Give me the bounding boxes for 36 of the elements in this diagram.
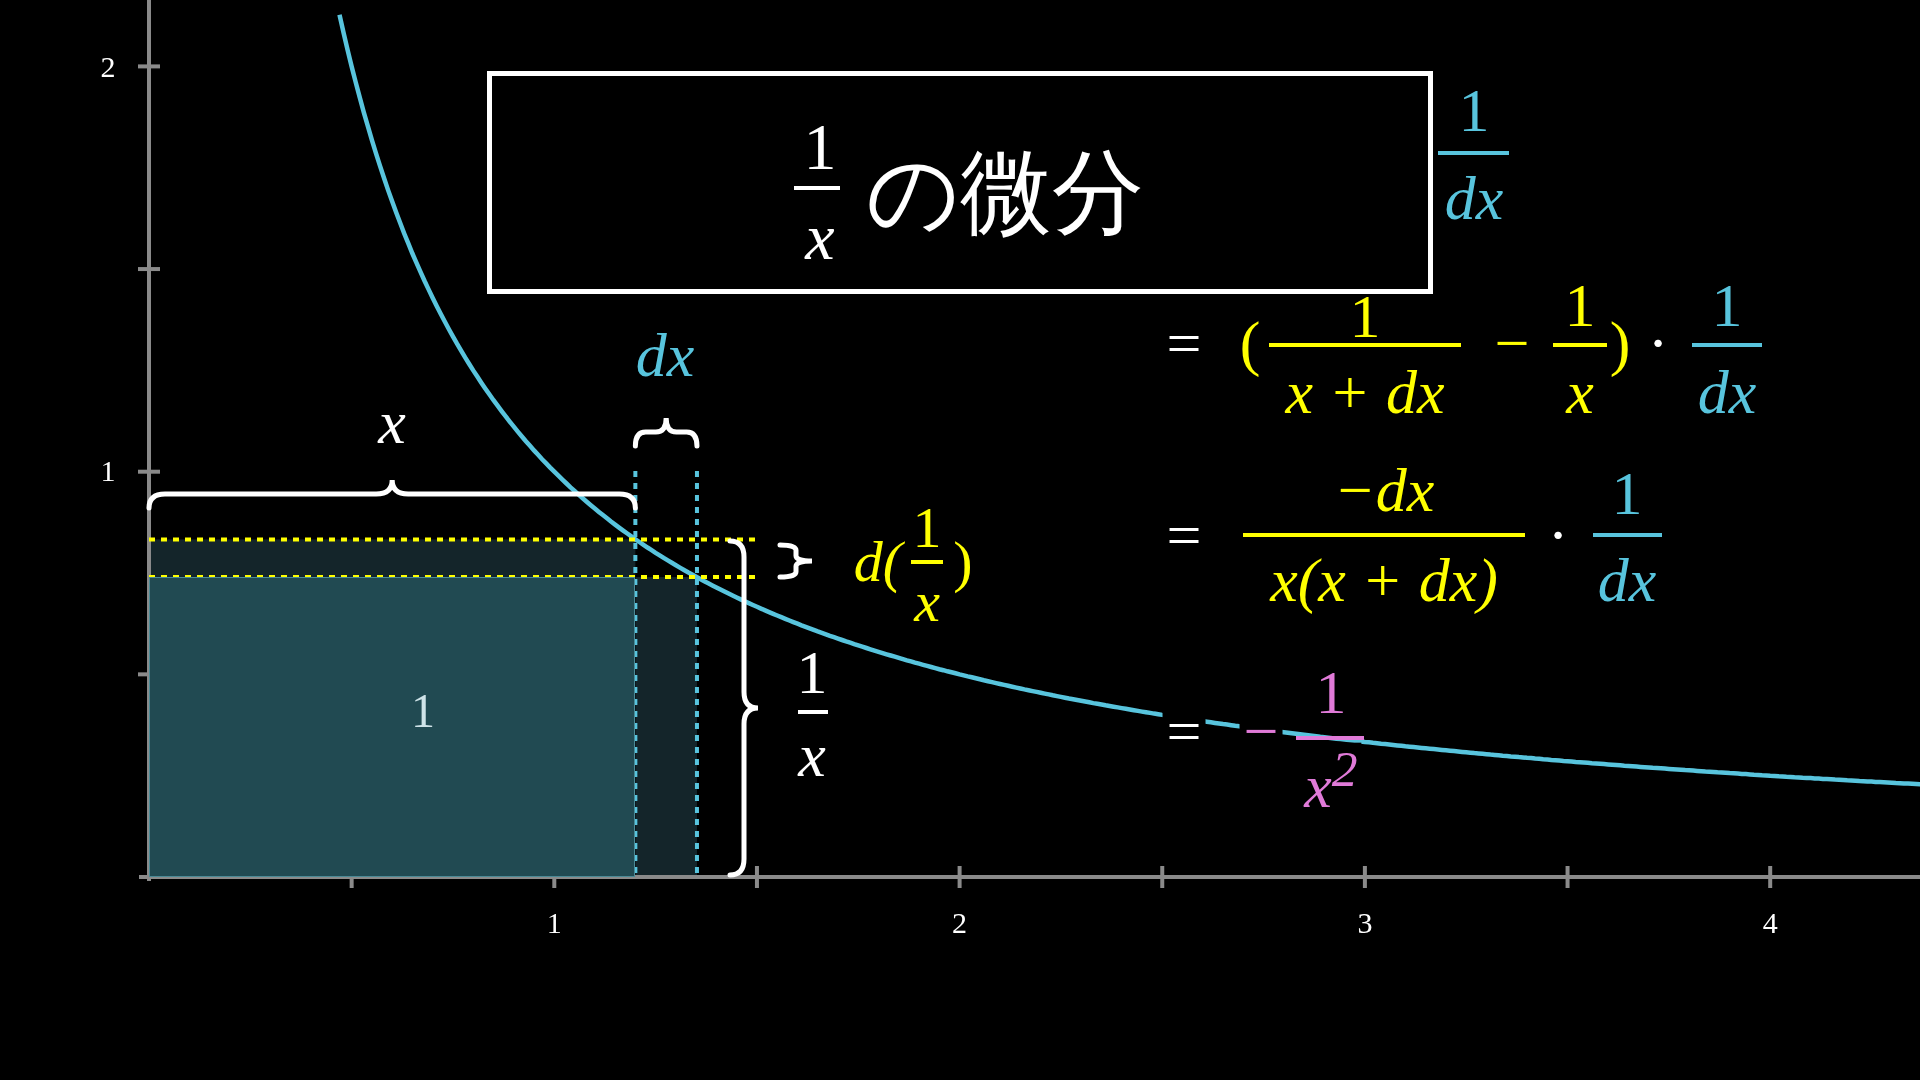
equals-sign: = [1166, 312, 1202, 374]
numerator: −dx [1333, 459, 1435, 521]
area-value: 1 [411, 687, 435, 735]
parenthesis: ) [953, 533, 973, 591]
numerator: 1 [1711, 274, 1743, 336]
area-rectangle [149, 577, 636, 877]
numerator: 1 [1349, 285, 1381, 347]
tick-label: 1 [546, 908, 562, 938]
brace-label: x [378, 391, 406, 453]
denominator: x [1566, 361, 1594, 423]
title-box [487, 71, 1433, 294]
denominator: dx [1697, 361, 1757, 423]
denominator: x + dx [1285, 361, 1445, 423]
tick-label: 4 [1762, 908, 1778, 938]
numerator: 1 [803, 114, 837, 180]
tick-label: 3 [1357, 908, 1373, 938]
denominator: dx [1597, 549, 1657, 611]
tick-label: 1 [100, 456, 116, 486]
minus-sign: − [1494, 312, 1530, 374]
numerator: 1 [796, 641, 828, 703]
dot-operator: · [1547, 504, 1569, 566]
title-text: の微分 [866, 147, 1144, 239]
tick-label: 2 [952, 908, 968, 938]
equals-sign: = [1166, 504, 1202, 566]
brace-label: dx [635, 324, 695, 386]
numerator: 1 [1458, 79, 1490, 141]
denominator: x [914, 573, 940, 631]
numerator: 1 [1564, 274, 1596, 336]
brace-label: d( [853, 533, 903, 591]
numerator: 1 [912, 499, 942, 557]
tick-label: 2 [100, 52, 116, 82]
denominator: dx [1444, 167, 1504, 229]
dot-operator: · [1647, 312, 1669, 374]
numerator: 1 [1611, 462, 1643, 524]
denominator: x [805, 204, 835, 270]
denominator: x [798, 724, 826, 786]
